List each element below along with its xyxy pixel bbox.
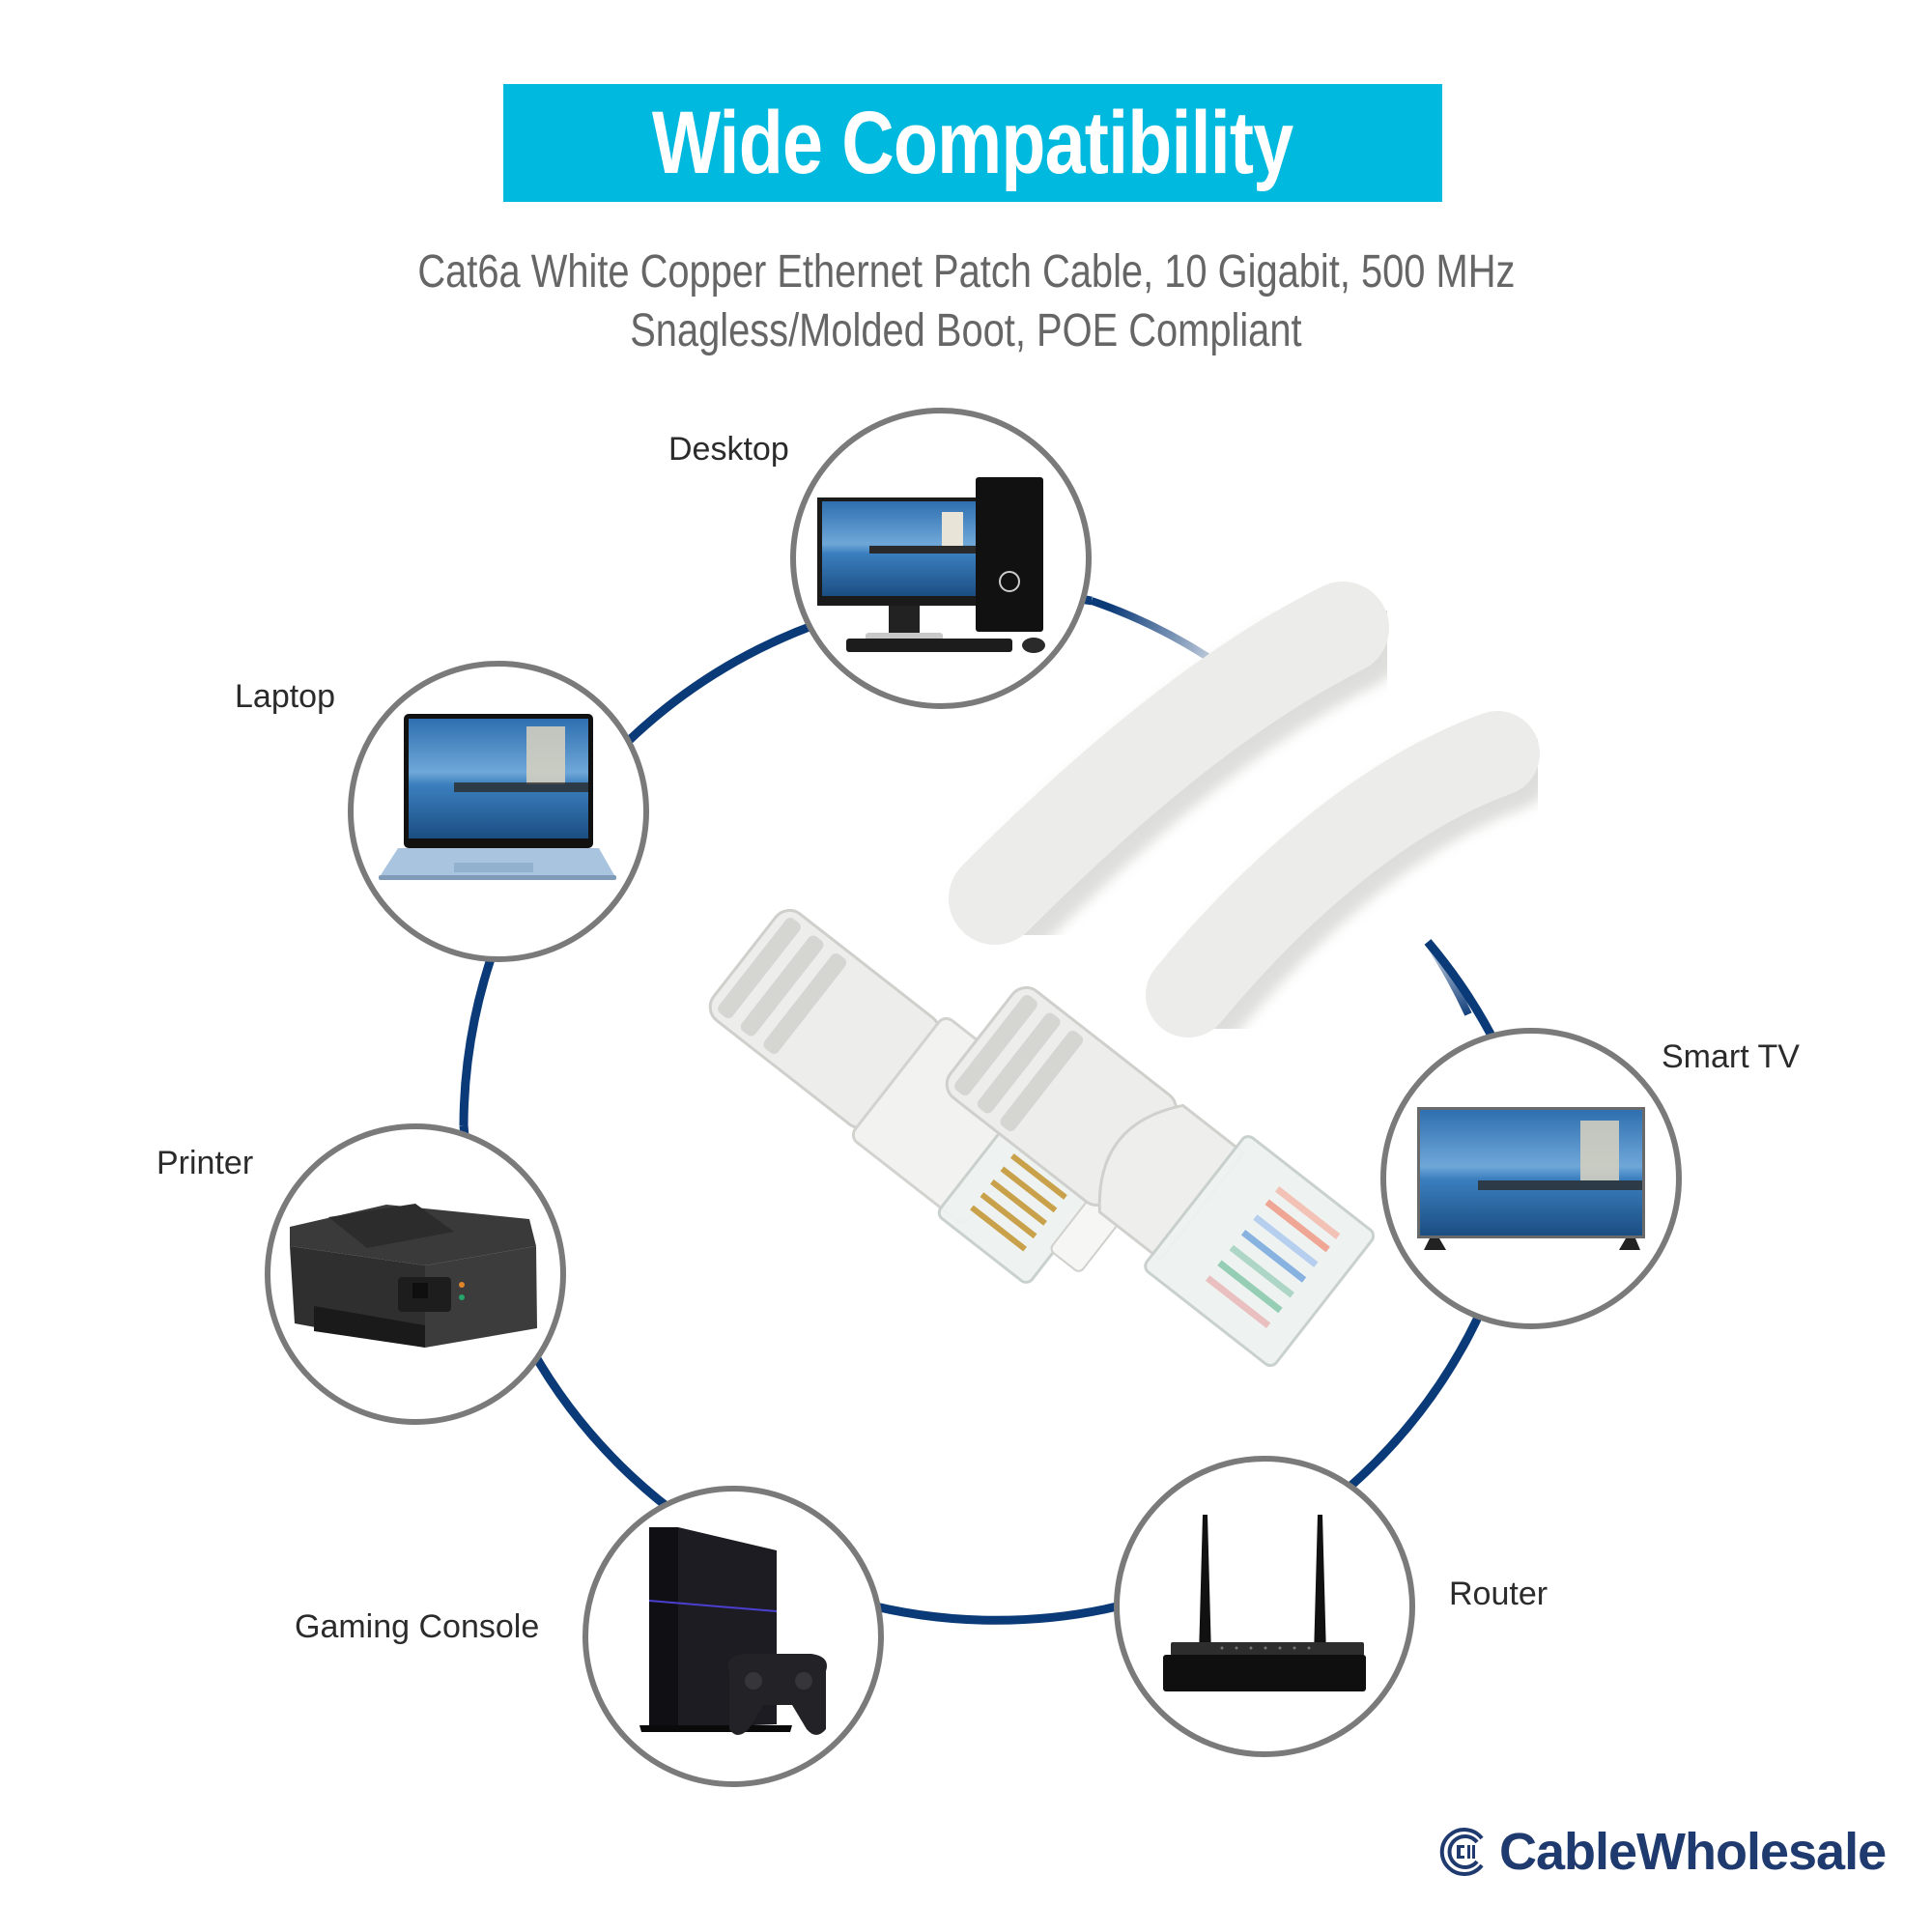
desktop-computer-icon	[817, 477, 1045, 653]
router-icon	[1163, 1515, 1366, 1691]
subtitle-text-2: Snagless/Molded Boot, POE Compliant	[630, 305, 1302, 356]
smart-tv-icon	[1417, 1107, 1645, 1250]
device-label-gaming-console: Gaming Console	[295, 1608, 540, 1645]
device-label-printer: Printer	[156, 1145, 254, 1181]
device-label-laptop: Laptop	[235, 678, 335, 715]
brand-name: CableWholesale	[1499, 1823, 1887, 1881]
laptop-icon	[379, 714, 616, 880]
device-node-printer	[265, 1123, 566, 1425]
device-label-smart-tv: Smart TV	[1662, 1038, 1800, 1075]
cablewholesale-logo-icon	[1439, 1828, 1484, 1876]
device-node-desktop	[790, 408, 1092, 709]
printer-icon	[290, 1204, 537, 1348]
page-title: Wide Compatibility	[652, 94, 1293, 192]
product-subtitle-line1: Cat6a White Copper Ethernet Patch Cable,…	[0, 243, 1932, 301]
device-label-desktop: Desktop	[668, 431, 789, 468]
device-node-gaming-console	[582, 1486, 884, 1787]
title-banner: Wide Compatibility	[503, 84, 1442, 202]
device-label-router: Router	[1449, 1576, 1548, 1612]
gaming-console-icon	[639, 1527, 827, 1735]
ethernet-cable-image	[708, 582, 1555, 1368]
product-subtitle-line2: Snagless/Molded Boot, POE Compliant	[0, 302, 1932, 360]
device-node-smart-tv	[1380, 1028, 1682, 1329]
brand-logo: CableWholesale	[1439, 1823, 1887, 1881]
device-node-router	[1114, 1456, 1415, 1757]
device-node-laptop	[348, 661, 649, 962]
subtitle-text-1: Cat6a White Copper Ethernet Patch Cable,…	[416, 246, 1516, 298]
